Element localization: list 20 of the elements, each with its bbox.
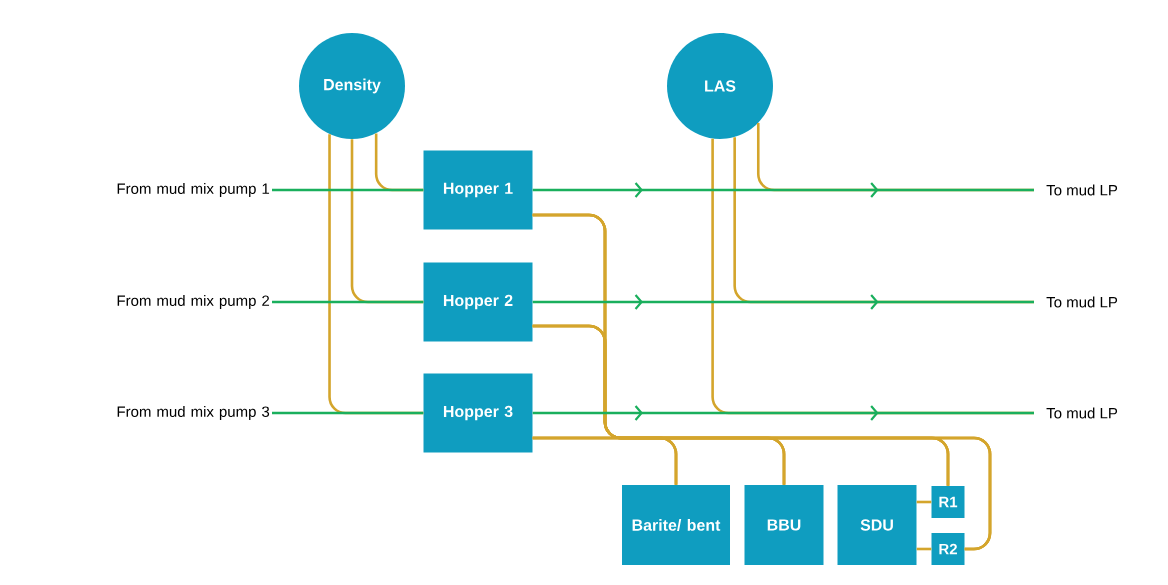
unit-box: Hopper 1 <box>423 150 533 230</box>
unit-box: BBU <box>744 485 824 565</box>
pipe-line <box>916 500 932 504</box>
pipe-line <box>272 300 424 304</box>
unit-box: SDU <box>837 485 917 565</box>
unit-box: Barite/ bent <box>622 485 730 565</box>
flow-label: From mud mix pump 1 <box>117 183 270 197</box>
pipe-line <box>272 188 424 192</box>
unit-box: R2 <box>931 533 965 565</box>
pipe-line <box>272 411 424 415</box>
pipe-line <box>532 436 992 551</box>
flow-label: From mud mix pump 2 <box>117 295 270 309</box>
unit-box: Hopper 2 <box>423 262 533 342</box>
unit-box: Hopper 3 <box>423 373 533 453</box>
unit-box: R1 <box>931 486 965 518</box>
flow-label: To mud LP <box>1046 296 1118 308</box>
flow-label: To mud LP <box>1046 407 1118 419</box>
flow-label: To mud LP <box>1046 184 1118 196</box>
flow-label: From mud mix pump 3 <box>117 406 270 420</box>
pipe-line <box>916 547 932 551</box>
